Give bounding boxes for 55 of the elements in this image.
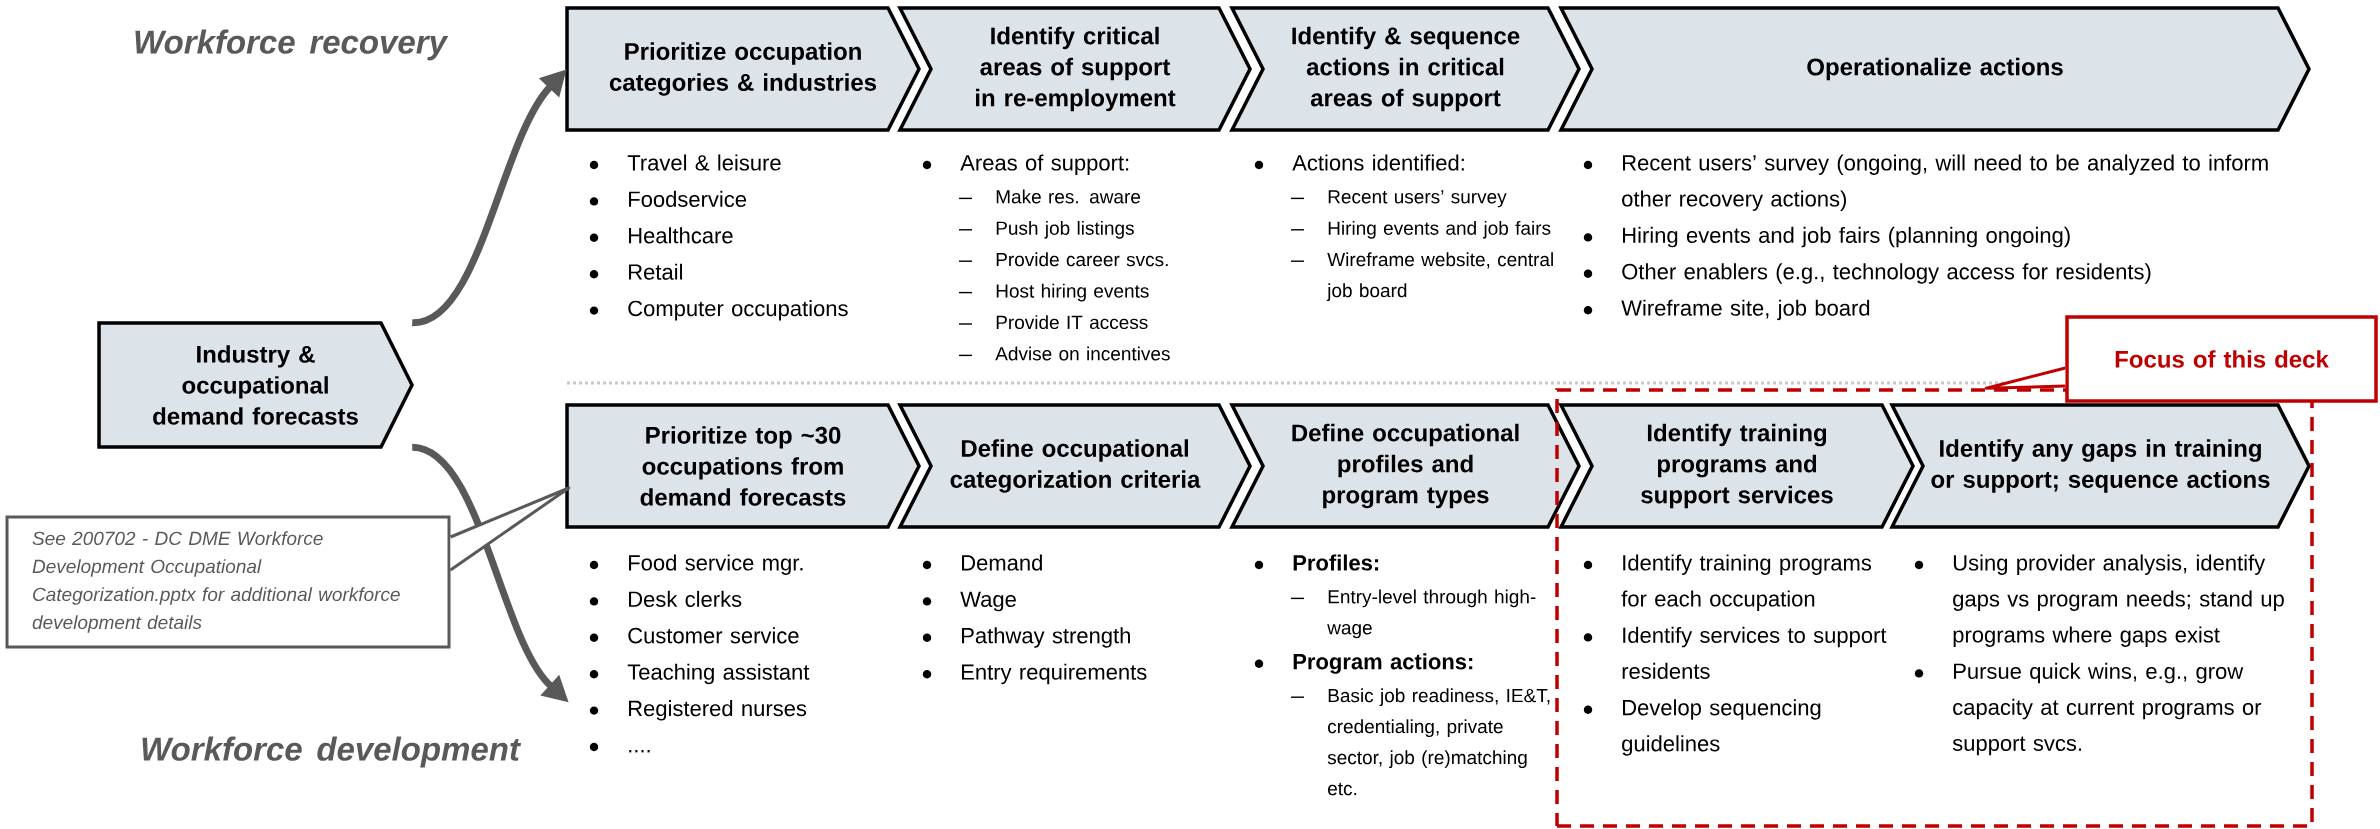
bullet-item: Identify training programs for each occupation xyxy=(1583,554,1872,611)
chevron-step: Define occupational profiles and program types xyxy=(1229,403,1581,529)
chevron-step: Identify & sequence actions in critical areas of support xyxy=(1229,6,1581,132)
bullet-item: Registered nurses xyxy=(589,700,807,721)
bullet-item: Entry requirements xyxy=(922,663,1147,685)
chevron-step: Industry & occupational demand forecasts xyxy=(97,321,414,449)
bullet-item: Areas of support: xyxy=(922,154,1129,175)
note-box: See 200702 - DC DME Workforce Development Occupational Categorization.pptx for additional workforce development details xyxy=(5,515,451,649)
chevron-step: Prioritize occupation categories & industries xyxy=(565,6,921,132)
callout-box: Focus of this deck xyxy=(2065,315,2378,403)
section-heading: Workforce recovery xyxy=(135,29,449,61)
chevron-step: Operationalize actions xyxy=(1558,6,2311,132)
bullet-item: Food service mgr. xyxy=(589,554,803,575)
sub-bullet-item: Advise on incentives xyxy=(958,346,1170,361)
sub-bullet-item: Entry-level through high-wage xyxy=(1290,589,1536,639)
bullet-item: Profiles: xyxy=(1254,554,1379,571)
chevron-step: Identify training programs and support services xyxy=(1558,403,1915,529)
bullet-item: Program actions: xyxy=(1254,653,1473,674)
sub-bullet-item: Basic job readiness, IE&T, credentialing, private sector, job (re)matching etc. xyxy=(1290,688,1550,796)
bullet-item: Using provider analysis, identify gaps vs program needs; stand up programs where gaps exist xyxy=(1914,554,2284,647)
bullet-item: .... xyxy=(589,742,650,753)
sub-bullet-item: Recent users’ survey xyxy=(1290,190,1507,208)
bullet-item: Pursue quick wins, e.g., grow capacity at current programs or support svcs. xyxy=(1914,662,2262,756)
bullet-item: Customer service xyxy=(589,627,799,644)
bullet-item: Develop sequencing guidelines xyxy=(1583,699,1821,756)
bullet-item: Other enablers (e.g., technology access for residents) xyxy=(1583,263,2151,284)
sub-bullet-item: Provide IT access xyxy=(958,315,1148,330)
bullet-item: Demand xyxy=(922,554,1042,571)
bullet-item: Desk clerks xyxy=(589,590,742,607)
bullet-item: Travel & leisure xyxy=(589,154,781,171)
bullet-item: Pathway strength xyxy=(922,627,1130,648)
sub-bullet-item: Host hiring events xyxy=(958,283,1149,302)
chevron-step: Define occupational categorization criteria xyxy=(897,403,1252,529)
sub-bullet-item: Make res. aware xyxy=(958,189,1141,204)
bullet-item: Actions identified: xyxy=(1254,154,1464,171)
chevron-step: Identify any gaps in training or support; sequence actions xyxy=(1889,403,2311,529)
bullet-item: Retail xyxy=(589,263,682,280)
bullet-item: Wage xyxy=(922,591,1016,612)
bullet-item: Foodservice xyxy=(589,190,747,207)
callout-pointer xyxy=(449,486,571,572)
chevron-step: Identify critical areas of support in re-employment xyxy=(897,6,1252,132)
bullet-item: Hiring events and job fairs (planning ongoing) xyxy=(1583,226,2070,248)
callout-pointer xyxy=(1984,366,2067,390)
bullet-item: Recent users’ survey (ongoing, will need to be analyzed to inform other recovery actions) xyxy=(1583,154,2268,211)
sub-bullet-item: Hiring events and job fairs xyxy=(1290,220,1551,239)
section-heading: Workforce development xyxy=(142,736,522,768)
bullet-item: Teaching assistant xyxy=(589,663,810,685)
chevron-step: Prioritize top ~30 occupations from demand forecasts xyxy=(565,403,921,529)
sub-bullet-item: Provide career svcs. xyxy=(958,252,1168,267)
bullet-item: Computer occupations xyxy=(589,300,848,321)
bullet-item: Healthcare xyxy=(589,227,733,244)
bullet-item: Identify services to support residents xyxy=(1583,626,1887,679)
bullet-item: Wireframe site, job board xyxy=(1583,299,1870,321)
sub-bullet-item: Wireframe website, central job board xyxy=(1290,252,1553,302)
sub-bullet-item: Push job listings xyxy=(958,220,1134,239)
